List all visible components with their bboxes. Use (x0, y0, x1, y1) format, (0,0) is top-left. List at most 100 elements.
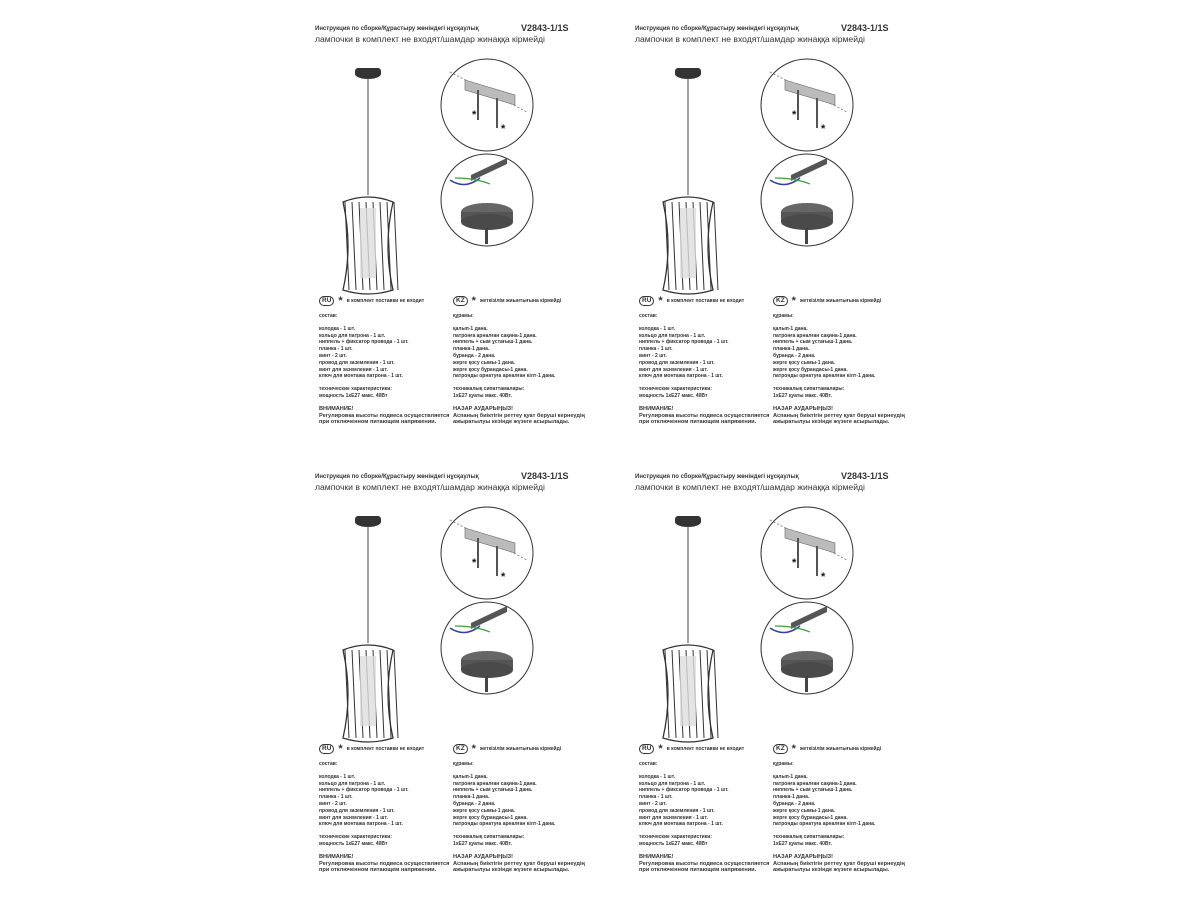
kz-warning-line: ажыратылуы кезінде жүзеге асырылады. (453, 867, 570, 874)
instruction-title: Инструкция по сборке/Құрастыру жөніндегі… (635, 26, 799, 32)
kz-badge: KZ (773, 744, 788, 754)
kz-item: ниппель + сым ұстағыш-1 дана. (773, 787, 853, 794)
kz-specs: 1xE27 қуаты макс. 40Вт. (453, 840, 512, 847)
mounting-bracket-diagram: * * (760, 58, 854, 152)
ru-warning-heading: ВНИМАНИЕ! (319, 853, 354, 860)
asterisk-icon: * (791, 295, 796, 307)
ru-badge: RU (319, 744, 335, 754)
svg-text:*: * (792, 109, 797, 121)
asterisk-icon: * (658, 295, 663, 307)
mounting-bracket-diagram: * * (440, 58, 534, 152)
kz-specs: 1xE27 қуаты макс. 40Вт. (773, 840, 832, 847)
kz-item: планка-1 дана. (453, 346, 490, 353)
ru-contents-heading: состав: (639, 761, 658, 767)
kz-warning-heading: НАЗАР АУДАРЫҢЫЗ! (773, 853, 834, 860)
ru-item: ниппель + фиксатор провода - 1 шт. (639, 339, 729, 346)
ru-specs: мощность 1xE27 макс. 40Вт (639, 840, 708, 847)
wiring-canopy-diagram (760, 601, 854, 695)
ru-note: в комплект поставки не входит (346, 297, 425, 304)
kz-item: қалып-1 дана. (773, 325, 808, 332)
asterisk-icon: * (791, 743, 796, 755)
kz-note: жеткізілім жиынтығына кірмейді (799, 297, 882, 304)
bulbs-note: лампочки в комплект не входят/шамдар жин… (315, 34, 545, 44)
ru-contents-heading: состав: (319, 761, 338, 767)
ru-item: планка - 1 шт. (639, 346, 673, 353)
pendant-lamp-image (662, 68, 719, 295)
kz-item: жерге қосу бұрандасы-1 дана. (773, 814, 848, 821)
bulbs-note: лампочки в комплект не входят/шамдар жин… (635, 34, 865, 44)
kz-item: бұранда - 2 дана. (773, 352, 816, 359)
svg-text:*: * (472, 557, 477, 569)
ru-warning-line: Регулировка высоты подвеса осуществляетс… (639, 412, 770, 419)
kz-item: патронды орнатуға арналған кілт-1 дана. (773, 821, 876, 828)
kz-specs: 1xE27 қуаты макс. 40Вт. (453, 392, 512, 399)
kz-item: жерге қосу сымы-1 дана. (453, 807, 516, 814)
kz-item: планка-1 дана. (773, 346, 810, 353)
kz-item: патронға арналған сақина-1 дана. (773, 332, 857, 339)
kz-item: жерге қосу сымы-1 дана. (773, 807, 836, 814)
ru-item: колодка - 1 шт. (639, 773, 676, 780)
lamp-illustration: * * (342, 506, 534, 743)
kz-column: KZ * жеткізілім жиынтығына кірмейді құра… (773, 744, 913, 874)
kz-item: патронға арналған сақина-1 дана. (453, 332, 537, 339)
instruction-panel: Инструкция по сборке/Құрастыру жөніндегі… (315, 20, 595, 430)
instruction-title: Инструкция по сборке/Құрастыру жөніндегі… (635, 474, 799, 480)
ru-specs-heading: технические характеристики: (319, 834, 392, 841)
ru-specs: мощность 1xE27 макс. 40Вт (319, 392, 388, 399)
kz-item: бұранда - 2 дана. (453, 352, 496, 359)
ru-warning-line: при отключенном питающем напряжении. (319, 867, 437, 874)
kz-item: ниппель + сым ұстағыш-1 дана. (773, 339, 853, 346)
ru-item: винт - 2 шт. (639, 800, 667, 807)
kz-item: жерге қосу бұрандасы-1 дана. (773, 366, 848, 373)
wiring-canopy-diagram (440, 601, 534, 695)
lamp-illustration: * * (342, 58, 534, 295)
asterisk-icon: * (338, 743, 343, 755)
ru-warning-line: Регулировка высоты подвеса осуществляетс… (319, 412, 450, 419)
ru-contents-heading: состав: (639, 313, 658, 319)
ru-item: ключ для монтажа патрона - 1 шт. (319, 373, 403, 380)
ru-warning-line: при отключенном питающем напряжении. (319, 419, 437, 426)
lamp-illustration: * * (662, 58, 854, 295)
svg-text:*: * (501, 123, 506, 135)
kz-warning-line: Аспаның биіктігін реттеу қуат беруші кер… (773, 860, 905, 867)
ru-column: RU * в комплект поставки не входит соста… (319, 296, 459, 426)
svg-text:*: * (821, 123, 826, 135)
ru-column: RU * в комплект поставки не входит соста… (639, 744, 779, 874)
ru-item: кольцо для патрона - 1 шт. (639, 780, 706, 787)
kz-item: қалып-1 дана. (453, 325, 488, 332)
model-number: V2843-1/1S (841, 23, 889, 33)
instruction-panel: Инструкция по сборке/Құрастыру жөніндегі… (635, 20, 915, 430)
kz-column: KZ * жеткізілім жиынтығына кірмейді құра… (453, 744, 593, 874)
lamp-illustration: * * (662, 506, 854, 743)
ru-badge: RU (639, 744, 655, 754)
asterisk-icon: * (658, 743, 663, 755)
kz-item: бұранда - 2 дана. (453, 800, 496, 807)
model-number: V2843-1/1S (521, 23, 569, 33)
ru-item: планка - 1 шт. (319, 346, 353, 353)
ru-item: ключ для монтажа патрона - 1 шт. (319, 821, 403, 828)
ru-warning-line: при отключенном питающем напряжении. (639, 867, 757, 874)
kz-warning-heading: НАЗАР АУДАРЫҢЫЗ! (453, 405, 514, 412)
wiring-canopy-diagram (440, 153, 534, 247)
kz-item: жерге қосу сымы-1 дана. (453, 359, 516, 366)
svg-text:*: * (501, 571, 506, 583)
ru-warning-line: Регулировка высоты подвеса осуществляетс… (639, 860, 770, 867)
kz-specs-heading: техникалық сипаттамалары: (773, 834, 845, 841)
ru-item: винт для заземления - 1 шт. (639, 366, 708, 373)
ru-item: винт для заземления - 1 шт. (319, 814, 388, 821)
ru-item: ниппель + фиксатор провода - 1 шт. (319, 339, 409, 346)
kz-contents-heading: құрамы: (453, 313, 474, 319)
ru-item: планка - 1 шт. (319, 794, 353, 801)
ru-specs: мощность 1xE27 макс. 40Вт (319, 840, 388, 847)
bulbs-note: лампочки в комплект не входят/шамдар жин… (635, 482, 865, 492)
ru-badge: RU (319, 296, 335, 306)
pendant-lamp-image (342, 516, 399, 743)
ru-specs: мощность 1xE27 макс. 40Вт (639, 392, 708, 399)
ru-contents-heading: состав: (319, 313, 338, 319)
ru-item: винт - 2 шт. (639, 352, 667, 359)
kz-item: патронды орнатуға арналған кілт-1 дана. (453, 373, 556, 380)
mounting-bracket-diagram: * * (440, 506, 534, 600)
kz-item: ниппель + сым ұстағыш-1 дана. (453, 339, 533, 346)
kz-specs-heading: техникалық сипаттамалары: (773, 386, 845, 393)
ru-warning-heading: ВНИМАНИЕ! (639, 853, 674, 860)
